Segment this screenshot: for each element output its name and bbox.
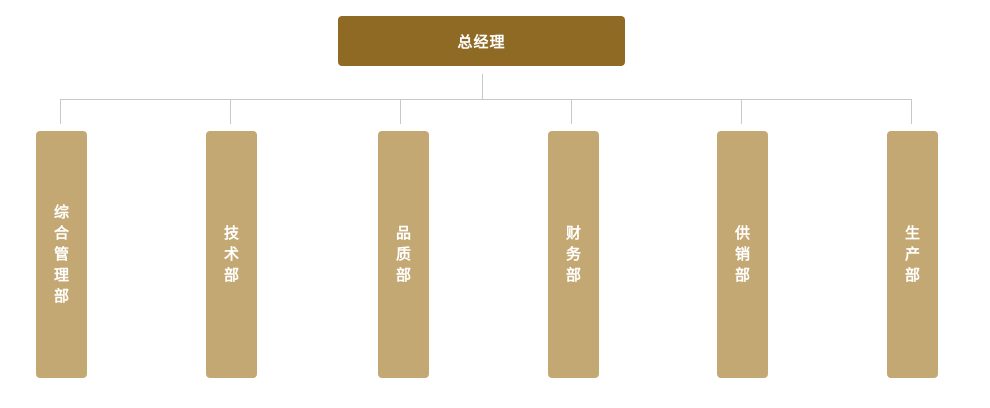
dept-node-supply-sales: 供销部 <box>717 131 768 378</box>
dept-node-production: 生产部 <box>887 131 938 378</box>
dept-label: 品质部 <box>396 224 412 284</box>
dept-node-technology: 技术部 <box>206 131 257 378</box>
connector-dept-6 <box>911 99 912 124</box>
dept-node-quality: 品质部 <box>378 131 429 378</box>
root-node-general-manager: 总经理 <box>338 16 625 66</box>
root-node-label: 总经理 <box>457 32 506 51</box>
dept-node-general-management: 综合管理部 <box>36 131 87 378</box>
connector-root-vertical <box>482 74 483 99</box>
dept-node-finance: 财务部 <box>548 131 599 378</box>
dept-label: 综合管理部 <box>54 203 70 305</box>
dept-label: 生产部 <box>905 224 921 284</box>
dept-label: 供销部 <box>735 224 751 284</box>
connector-dept-3 <box>400 99 401 124</box>
connector-dept-2 <box>230 99 231 124</box>
connector-horizontal-bus <box>60 99 912 100</box>
dept-label: 财务部 <box>566 224 582 284</box>
connector-dept-1 <box>60 99 61 124</box>
dept-label: 技术部 <box>224 224 240 284</box>
connector-dept-5 <box>741 99 742 124</box>
connector-dept-4 <box>571 99 572 124</box>
